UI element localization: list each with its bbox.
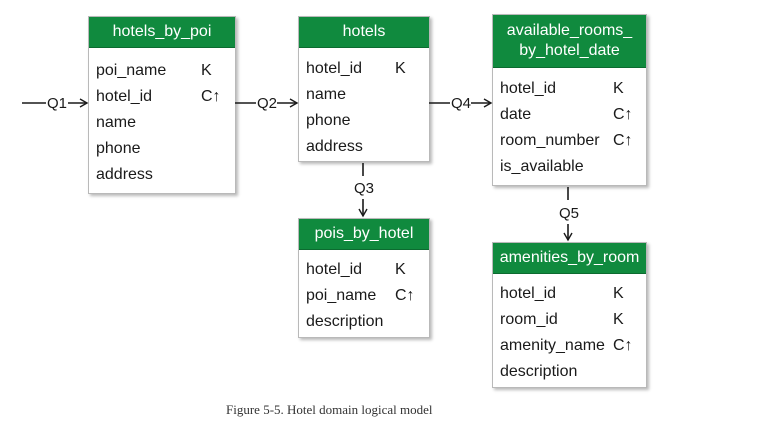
table-row: phone: [299, 108, 429, 134]
column-name: hotel_id: [96, 88, 153, 105]
table-title: amenities_by_room: [499, 249, 640, 266]
column-name: description: [306, 313, 384, 330]
table-row: name: [299, 82, 429, 108]
q1-label: Q1: [47, 95, 67, 112]
column-name: hotel_id: [306, 60, 363, 77]
column-key-marker: K: [613, 311, 624, 328]
q3-label: Q3: [354, 180, 374, 197]
q5-label: Q5: [559, 205, 579, 222]
table-title: hotels: [342, 23, 386, 40]
column-name: date: [500, 106, 532, 123]
table-title: hotels_by_poi: [112, 23, 212, 40]
table-row: amenity_name C↑: [493, 333, 646, 359]
column-name: poi_name: [96, 62, 167, 79]
table-row: name: [89, 110, 235, 136]
column-key-marker: C↑: [613, 106, 633, 123]
column-name: description: [500, 363, 578, 380]
column-key-marker: K: [613, 80, 624, 97]
column-name: hotel_id: [500, 80, 557, 97]
column-name: amenity_name: [500, 337, 605, 354]
table-row: address: [89, 162, 235, 188]
column-name: address: [96, 166, 153, 183]
column-name: poi_name: [306, 287, 377, 304]
table-row: description: [299, 309, 429, 335]
table-pois-by-hotel: pois_by_hotel hotel_id K poi_name C↑ des…: [298, 218, 430, 338]
table-row: hotel_id K: [493, 281, 646, 307]
table-title-line: by_hotel_date: [519, 42, 620, 59]
table-row: address: [299, 134, 429, 160]
column-key-marker: C↑: [201, 88, 221, 105]
table-row: poi_name C↑: [299, 283, 429, 309]
table-row: date C↑: [493, 102, 646, 128]
column-key-marker: K: [395, 60, 406, 77]
table-title-line: available_rooms_: [506, 22, 633, 39]
q2-label: Q2: [257, 95, 277, 112]
column-key-marker: K: [201, 62, 212, 79]
table-header: amenities_by_room: [493, 243, 646, 274]
table-row: room_id K: [493, 307, 646, 333]
column-name: room_id: [500, 311, 558, 328]
table-header: available_rooms_ by_hotel_date: [493, 15, 646, 68]
table-row: is_available: [493, 154, 646, 180]
table-row: hotel_id K: [493, 76, 646, 102]
table-hotels-by-poi: hotels_by_poi poi_name K hotel_id C↑ nam…: [88, 16, 236, 194]
column-name: is_available: [500, 158, 584, 175]
table-row: hotel_id C↑: [89, 84, 235, 110]
table-header: hotels_by_poi: [89, 17, 235, 48]
table-row: hotel_id K: [299, 257, 429, 283]
table-amenities-by-room: amenities_by_room hotel_id K room_id K a…: [492, 242, 647, 388]
column-name: phone: [306, 112, 351, 129]
table-available-rooms-by-hotel-date: available_rooms_ by_hotel_date hotel_id …: [492, 14, 647, 186]
table-header: hotels: [299, 17, 429, 48]
column-key-marker: C↑: [395, 287, 415, 304]
q4-label: Q4: [451, 95, 471, 112]
column-name: phone: [96, 140, 141, 157]
table-row: description: [493, 359, 646, 385]
table-row: hotel_id K: [299, 56, 429, 82]
table-row: poi_name K: [89, 58, 235, 84]
column-name: room_number: [500, 132, 600, 149]
table-row: phone: [89, 136, 235, 162]
table-title: pois_by_hotel: [314, 225, 414, 242]
column-key-marker: C↑: [613, 337, 633, 354]
table-row: room_number C↑: [493, 128, 646, 154]
column-name: address: [306, 138, 363, 155]
table-hotels: hotels hotel_id K name phone address: [298, 16, 430, 162]
figure-caption: Figure 5-5. Hotel domain logical model: [226, 402, 433, 417]
table-header: pois_by_hotel: [299, 219, 429, 250]
column-name: name: [306, 86, 347, 103]
column-key-marker: C↑: [613, 132, 633, 149]
column-name: hotel_id: [306, 261, 363, 278]
column-key-marker: K: [395, 261, 406, 278]
column-name: hotel_id: [500, 285, 557, 302]
column-name: name: [96, 114, 137, 131]
column-key-marker: K: [613, 285, 624, 302]
